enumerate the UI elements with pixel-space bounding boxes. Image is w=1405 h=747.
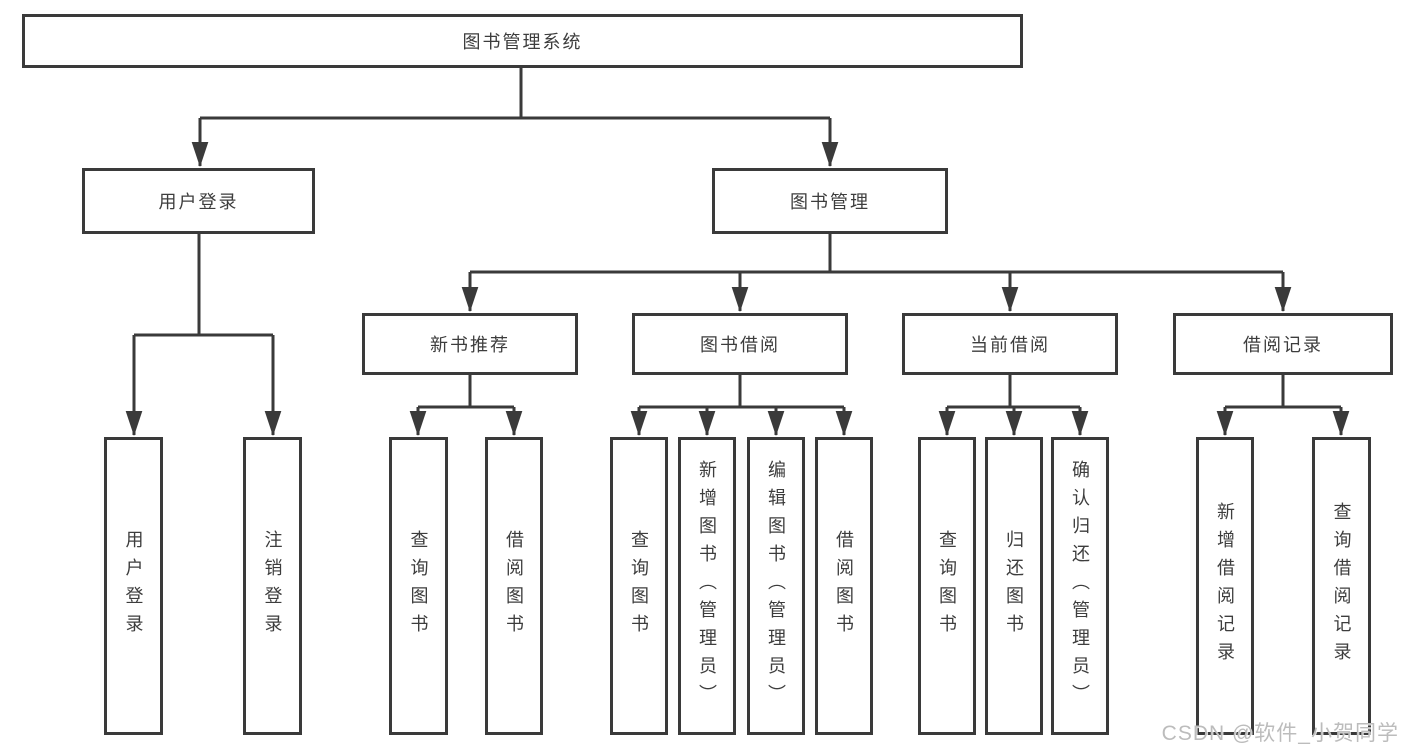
- node-label: 查询借阅记录: [1331, 502, 1352, 670]
- node-label: 图书借阅: [700, 335, 780, 355]
- leaf-add-books-admin: 新增图书（管理员）: [678, 437, 736, 735]
- node-label: 归还图书: [1004, 530, 1024, 642]
- leaf-add-borrow-record: 新增借阅记录: [1196, 437, 1254, 735]
- leaf-confirm-return-admin: 确认归还（管理员）: [1051, 437, 1109, 735]
- node-root-system: 图书管理系统: [22, 14, 1023, 68]
- node-book-management-branch: 图书管理: [712, 168, 948, 234]
- node-label: 图书管理系统: [462, 32, 583, 52]
- node-label: 借阅图书: [504, 530, 524, 642]
- leaf-query-borrow-record: 查询借阅记录: [1312, 437, 1371, 735]
- leaf-logout: 注销登录: [243, 437, 302, 735]
- leaf-return-books: 归还图书: [985, 437, 1043, 735]
- node-label: 新书推荐: [430, 335, 510, 355]
- csdn-watermark: CSDN @软件_小贺同学: [1161, 722, 1399, 745]
- node-label: 图书管理: [790, 192, 870, 212]
- node-user-login-branch: 用户登录: [82, 168, 315, 234]
- node-label: 注销登录: [262, 530, 283, 642]
- node-label: 新增图书（管理员）: [697, 460, 717, 712]
- node-book-borrowing: 图书借阅: [632, 313, 848, 375]
- leaf-query-books-current: 查询图书: [918, 437, 976, 735]
- node-new-book-recommend: 新书推荐: [362, 313, 578, 375]
- node-borrow-records: 借阅记录: [1173, 313, 1393, 375]
- leaf-edit-books-admin: 编辑图书（管理员）: [747, 437, 805, 735]
- node-label: 借阅记录: [1243, 335, 1323, 355]
- node-current-borrowing: 当前借阅: [902, 313, 1118, 375]
- node-label: 确认归还（管理员）: [1070, 460, 1090, 712]
- node-label: 当前借阅: [970, 335, 1050, 355]
- node-label: 查询图书: [629, 530, 649, 642]
- node-label: 查询图书: [937, 530, 957, 642]
- node-label: 借阅图书: [834, 530, 854, 642]
- node-label: 编辑图书（管理员）: [766, 460, 786, 712]
- leaf-borrow-books-recommend: 借阅图书: [485, 437, 543, 735]
- node-label: 查询图书: [408, 530, 429, 642]
- node-label: 用户登录: [123, 530, 144, 642]
- node-label: 用户登录: [158, 192, 239, 212]
- leaf-borrow-books-borrowing: 借阅图书: [815, 437, 873, 735]
- leaf-query-books-recommend: 查询图书: [389, 437, 448, 735]
- leaf-query-books-borrowing: 查询图书: [610, 437, 668, 735]
- node-label: 新增借阅记录: [1215, 502, 1235, 670]
- leaf-user-login: 用户登录: [104, 437, 163, 735]
